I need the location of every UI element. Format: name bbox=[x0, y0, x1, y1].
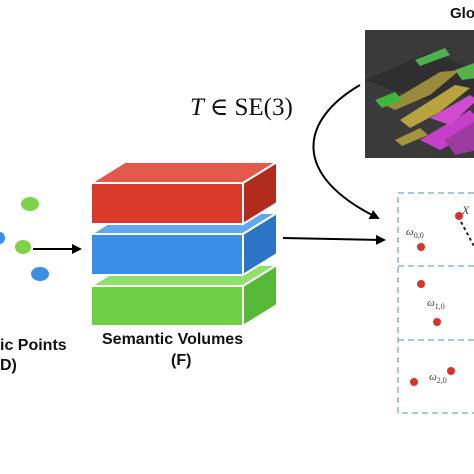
semantic-points-label-line1: ic Points bbox=[0, 337, 67, 354]
transform-group: SE bbox=[234, 94, 264, 121]
arrow-map-to-cells bbox=[312, 84, 380, 219]
point-blue-2 bbox=[0, 232, 5, 244]
semantic-volumes-label-line2: (F) bbox=[171, 352, 192, 369]
cell-dot-6 bbox=[410, 378, 418, 386]
semantic-points-label-line2: D) bbox=[0, 357, 17, 374]
point-green-2 bbox=[15, 240, 31, 254]
corner-label: X bbox=[462, 203, 470, 217]
cell-label-0-0: ω0,0 bbox=[406, 226, 424, 241]
cell-dot-1 bbox=[455, 212, 463, 220]
cell-label-2-0: ω2,0 bbox=[429, 371, 447, 386]
grid-outline bbox=[397, 192, 474, 414]
grid-cells bbox=[397, 192, 474, 414]
transform-prefix: T ∈ bbox=[190, 94, 235, 121]
point-blue-1 bbox=[31, 267, 49, 281]
transform-label: T ∈ SE(3) bbox=[190, 92, 293, 122]
cell-dotted-link bbox=[460, 221, 474, 247]
volume-red-box bbox=[87, 160, 281, 226]
transform-arg: (3) bbox=[263, 94, 293, 121]
semantic-points bbox=[0, 197, 49, 281]
cell-dot-4 bbox=[433, 318, 441, 326]
arrow-volumes-to-cells bbox=[282, 234, 386, 245]
global-map-image bbox=[365, 30, 474, 158]
cell-label-1-0: ω1,0 bbox=[427, 297, 445, 312]
cell-dot-2 bbox=[417, 243, 425, 251]
cell-dot-3 bbox=[417, 280, 425, 288]
cell-dot-5 bbox=[447, 367, 455, 375]
semantic-volumes-label-line1: Semantic Volumes bbox=[102, 331, 244, 348]
point-green-1 bbox=[21, 197, 39, 211]
global-map-label: Glo bbox=[450, 5, 474, 22]
